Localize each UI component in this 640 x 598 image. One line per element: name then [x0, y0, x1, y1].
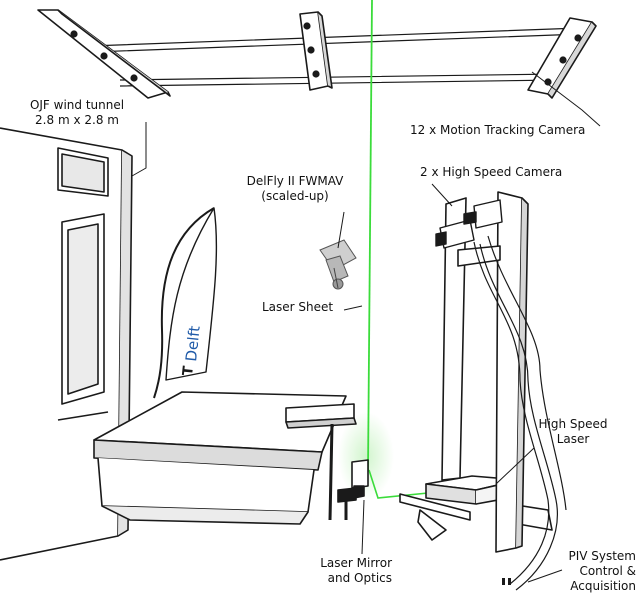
- label-wind-tunnel-line2: 2.8 m x 2.8 m: [35, 113, 119, 127]
- laser-mirror-and-optics: [285, 403, 369, 521]
- tu-delft-logo: Delft: [182, 325, 204, 363]
- label-piv-system: PIV System Control & Acquisition: [530, 549, 636, 594]
- tu-delft-logo-mark: T: [180, 365, 197, 377]
- label-delfly-line2: (scaled-up): [261, 189, 329, 203]
- label-laser-mirror-line1: Laser Mirror: [320, 556, 392, 570]
- label-high-speed-laser-line2: Laser: [556, 432, 590, 446]
- label-wind-tunnel-line1: OJF wind tunnel: [29, 98, 125, 112]
- label-high-speed-laser: High Speed Laser: [528, 417, 618, 447]
- piv-connectors: [502, 578, 511, 585]
- camera-tower: [441, 191, 529, 553]
- label-high-speed-camera: 2 x High Speed Camera: [420, 165, 563, 179]
- label-delfly-line1: DelFly II FWMAV: [246, 174, 344, 188]
- wind-tunnel: [0, 127, 133, 561]
- high-speed-camera-bodies: [435, 199, 503, 249]
- ceiling-camera-rig: [37, 9, 597, 99]
- motion-tracking-camera-lenses: [70, 22, 582, 86]
- label-laser-sheet: Laser Sheet: [262, 300, 334, 314]
- delfly-model: [319, 239, 357, 290]
- label-high-speed-laser-line1: High Speed: [538, 417, 608, 431]
- label-delfly: DelFly II FWMAV (scaled-up): [220, 174, 370, 204]
- piv-cables: [473, 235, 567, 591]
- label-laser-mirror-line2: and Optics: [327, 571, 392, 585]
- test-table: [93, 391, 347, 525]
- callout-leader-lines: [131, 71, 601, 583]
- label-piv-line1: PIV System: [568, 549, 636, 563]
- high-speed-laser: [399, 475, 553, 541]
- label-laser-mirror: Laser Mirror and Optics: [290, 556, 392, 586]
- label-piv-line3: Acquisition: [570, 579, 636, 593]
- tu-delft-banner: [153, 207, 218, 399]
- label-piv-line2: Control &: [579, 564, 636, 578]
- laser-sheet: [338, 0, 439, 500]
- label-wind-tunnel: OJF wind tunnel 2.8 m x 2.8 m: [8, 98, 146, 128]
- label-motion-tracking-camera: 12 x Motion Tracking Camera: [410, 123, 586, 137]
